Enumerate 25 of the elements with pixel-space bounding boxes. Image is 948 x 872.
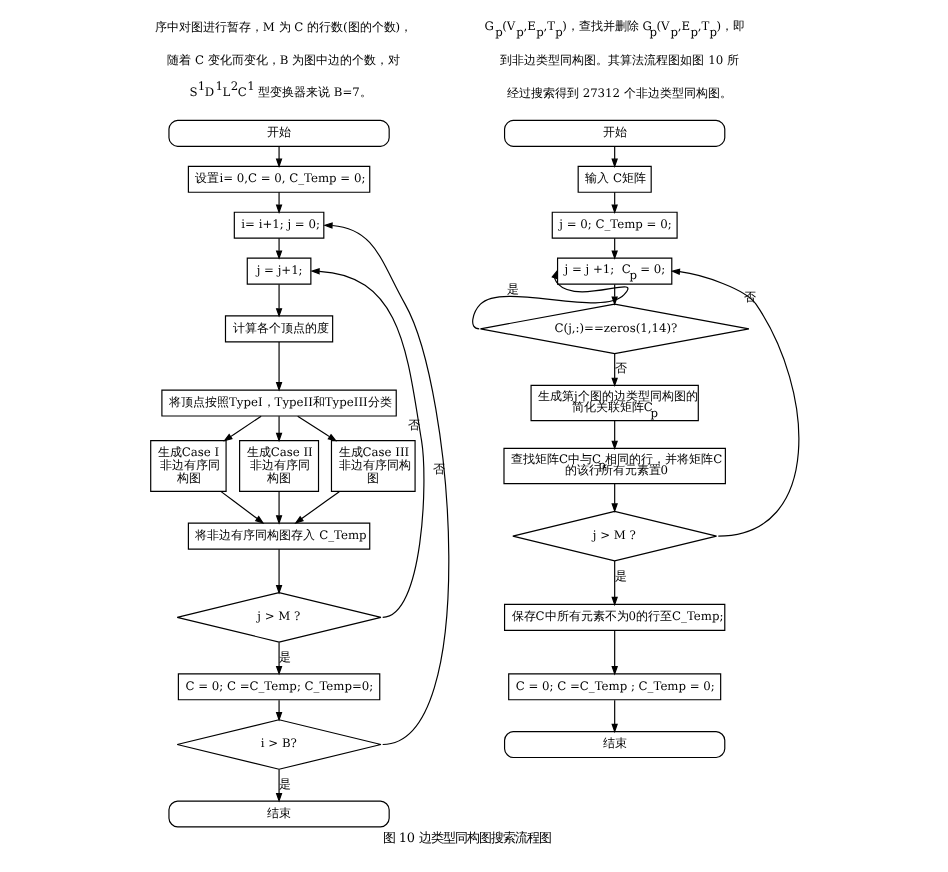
arrow (219, 491, 264, 524)
arrow (610, 699, 617, 734)
arrow (274, 641, 282, 676)
arrow (274, 768, 282, 803)
arrow (610, 420, 617, 451)
arrow (471, 269, 628, 330)
arrow (610, 353, 617, 388)
arrow (274, 145, 282, 168)
arrow (309, 268, 424, 618)
arrow (296, 415, 337, 442)
arrow (293, 491, 339, 524)
arrow (274, 341, 282, 392)
arrow (322, 222, 449, 746)
arrow (610, 560, 617, 607)
arrow (669, 268, 799, 537)
arrow (610, 629, 617, 676)
arrow (274, 415, 282, 443)
arrow (274, 699, 282, 722)
arrow (274, 284, 282, 318)
arrow (610, 483, 617, 513)
arrow (274, 191, 282, 214)
arrow (222, 415, 261, 442)
arrow (274, 548, 282, 595)
arrow (274, 237, 282, 260)
arrow (274, 491, 282, 525)
